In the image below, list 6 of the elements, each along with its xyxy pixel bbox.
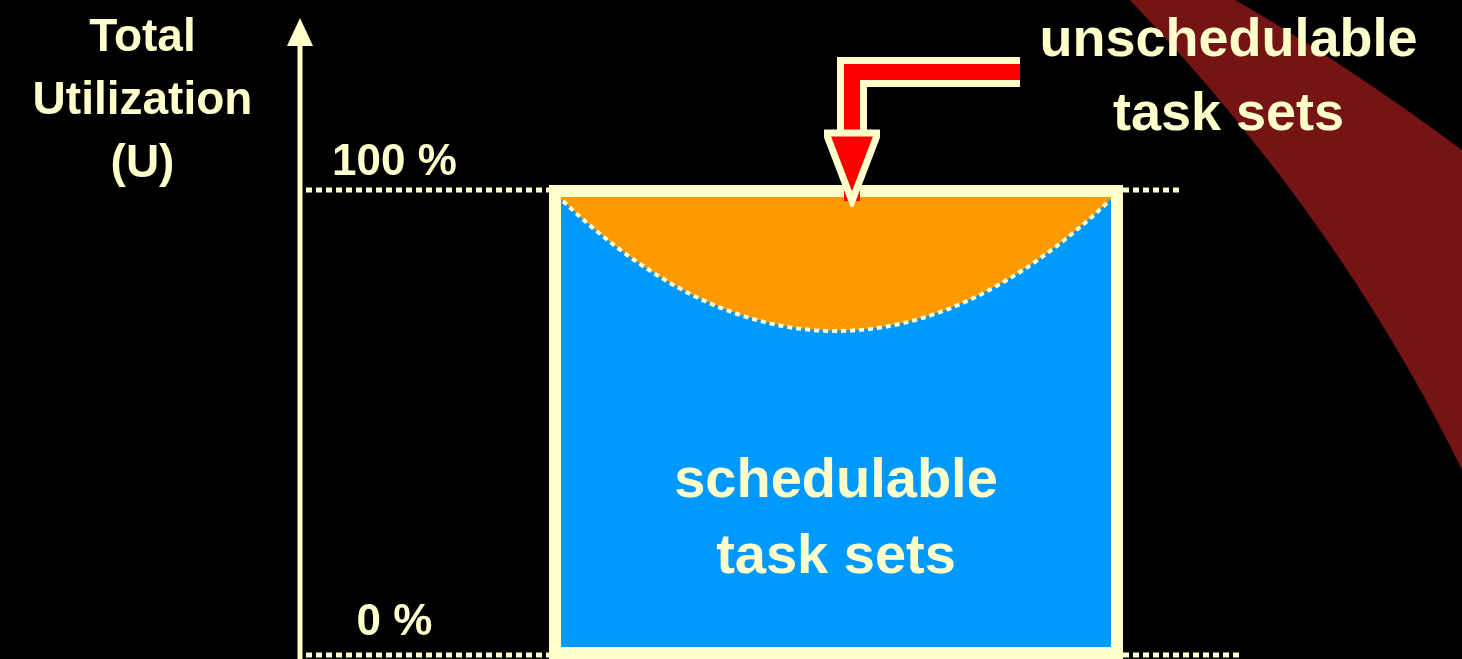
tick-label: 100 % (331, 134, 458, 186)
schedulable-region-box (549, 185, 1123, 659)
caption-text: unschedulable task sets (995, 0, 1462, 148)
region-label: schedulable task sets (673, 445, 999, 587)
axis-title: Total Utilization (U) (31, 8, 254, 189)
tick-label: 0 % (355, 594, 434, 646)
